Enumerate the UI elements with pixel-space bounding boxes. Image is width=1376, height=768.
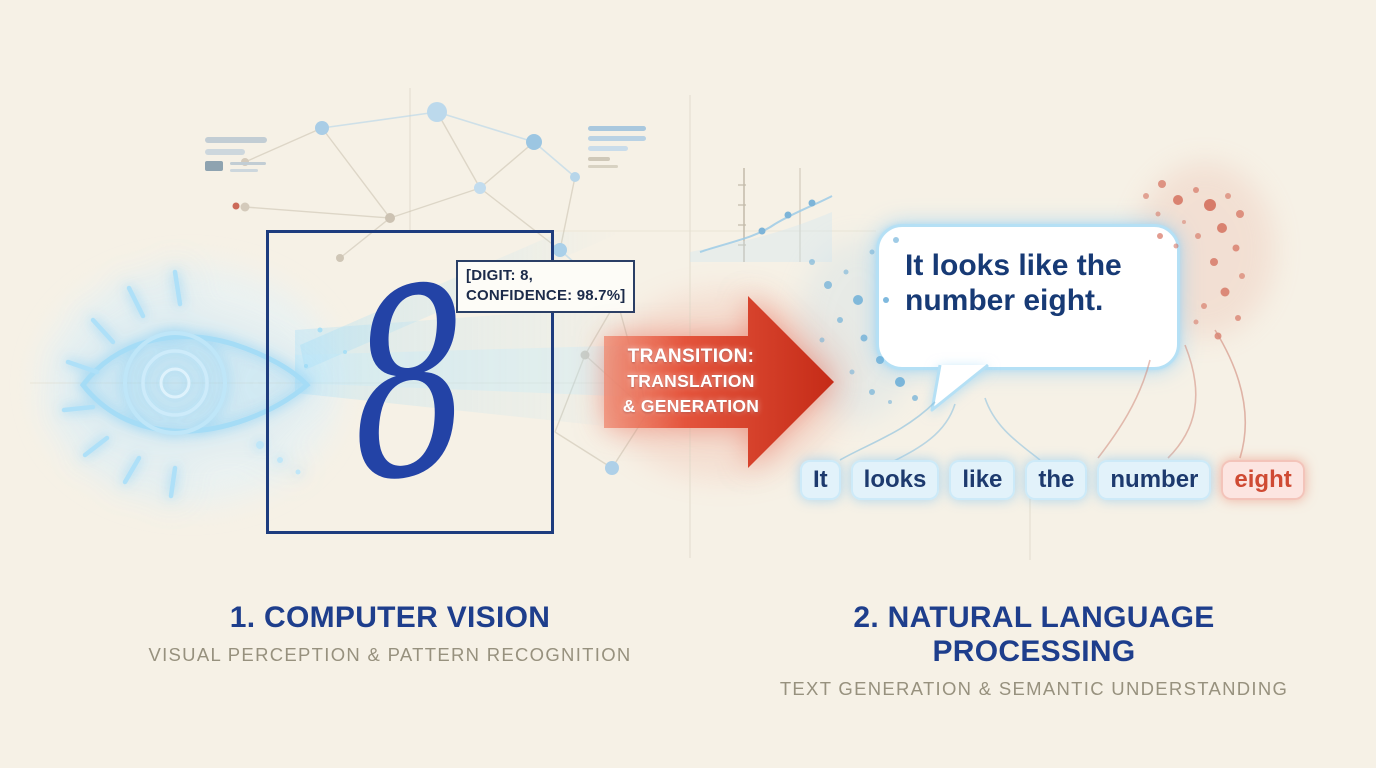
token-chip: number bbox=[1097, 460, 1212, 500]
token-row: It looks like the number eight bbox=[800, 460, 1305, 500]
token-chip: like bbox=[949, 460, 1016, 500]
token-chip-highlight: eight bbox=[1221, 460, 1305, 500]
speech-bubble-tail bbox=[930, 363, 989, 412]
transition-line2: TRANSLATION bbox=[627, 371, 755, 391]
eye-icon bbox=[61, 269, 311, 499]
transition-label: TRANSITION: TRANSLATION & GENERATION bbox=[606, 344, 776, 419]
eye-lashes bbox=[61, 269, 183, 499]
nlp-title: 2. NATURAL LANGUAGE PROCESSING bbox=[853, 601, 1215, 668]
token-chip: the bbox=[1025, 460, 1088, 500]
transition-line3: & GENERATION bbox=[622, 396, 760, 416]
list-icon bbox=[588, 126, 646, 168]
document-icon bbox=[205, 137, 267, 172]
bounding-box-frame bbox=[266, 230, 554, 534]
vision-subtitle: VISUAL PERCEPTION & PATTERN RECOGNITION bbox=[148, 644, 632, 665]
speech-text: It looks like the number eight. bbox=[905, 249, 1122, 318]
token-chip: It bbox=[800, 460, 841, 500]
transition-line1: TRANSITION: bbox=[627, 346, 755, 367]
speech-bubble: It looks like the number eight. bbox=[876, 224, 1180, 370]
detection-label: [DIGIT: 8, CONFIDENCE: 98.7%] bbox=[456, 260, 636, 313]
vision-title: 1. COMPUTER VISION bbox=[229, 601, 551, 634]
transition-arrow-icon bbox=[604, 296, 834, 468]
nlp-subtitle: TEXT GENERATION & SEMANTIC UNDERSTANDING bbox=[779, 678, 1289, 699]
detection-line1: [DIGIT: 8, bbox=[466, 267, 534, 284]
vision-caption: 1. COMPUTER VISION VISUAL PERCEPTION & P… bbox=[110, 601, 670, 666]
token-chip: looks bbox=[850, 460, 940, 500]
detection-line2: CONFIDENCE: 98.7%] bbox=[466, 287, 626, 305]
mini-chart bbox=[690, 168, 833, 262]
nlp-caption: 2. NATURAL LANGUAGE PROCESSING TEXT GENE… bbox=[755, 601, 1313, 700]
